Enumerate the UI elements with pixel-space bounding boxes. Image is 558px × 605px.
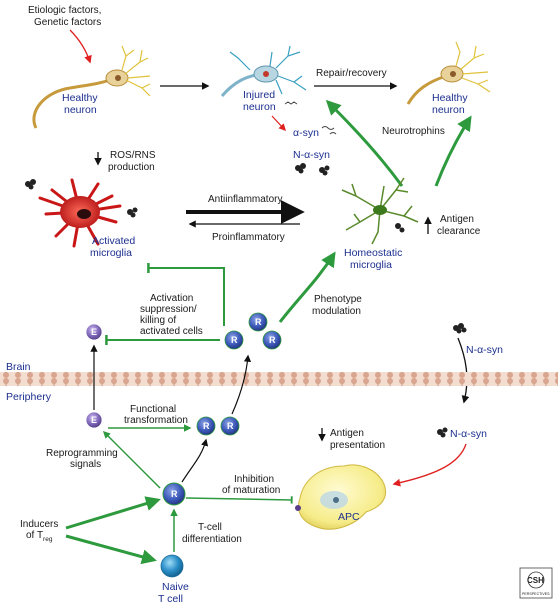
central-treg-cell (162, 482, 186, 506)
activated-microglia-label-line2: microglia (90, 247, 132, 259)
etiologic-label-line1: Etiologic factors, (28, 5, 101, 16)
antigen-clearance-label-line2: clearance (437, 226, 481, 237)
reprogramming-signals-arrow (102, 430, 161, 489)
n-alpha-syn-aggregate-glyph (295, 163, 330, 176)
naive-t-cell (160, 554, 184, 578)
apc-label: APC (338, 511, 360, 523)
aggregates-near-activated-microglia (25, 179, 138, 218)
alpha-syn-release-arrow (271, 115, 286, 132)
n-alpha-syn-to-apc-arrow (392, 443, 467, 487)
inducers-to-treg-arrow (65, 496, 161, 530)
brain-effector-cell (85, 323, 103, 341)
reprogramming-label-line1: Reprogramming (46, 448, 118, 459)
treg-expansion-arrow (181, 438, 209, 483)
functional-label-line2: transformation (124, 415, 188, 426)
inducers-label-line1: Inducers (20, 519, 58, 530)
healthy-neuron-left-label-line1: Healthy (62, 92, 98, 104)
periphery-compartment-label: Periphery (6, 391, 52, 403)
injured-neuron-label-line1: Injured (243, 89, 275, 101)
periphery-treg-cell-1-label: R (203, 421, 210, 431)
healthy-neuron-right-illustration (406, 41, 491, 105)
activated-microglia-illustration (38, 178, 122, 248)
inducers-to-naive-arrow (65, 534, 157, 565)
brain-treg-cell-2 (224, 330, 244, 350)
treg-migration-arrow (231, 354, 252, 415)
brain-compartment-label: Brain (6, 361, 31, 373)
brain-treg-cell-1-label: R (255, 317, 262, 327)
etiologic-arrow (69, 29, 92, 64)
periphery-effector-cell (85, 411, 103, 429)
inhibition-label-line2: of maturation (222, 485, 280, 496)
alpha-syn-label: α-syn (293, 127, 319, 139)
ros-rns-label-line2: production (108, 162, 155, 173)
neurotrophins-label: Neurotrophins (382, 126, 445, 137)
brain-effector-cell-label: E (91, 327, 97, 337)
inducers-label-line2-text: of T (26, 530, 43, 541)
tcell-diff-label-line2: differentiation (182, 534, 242, 545)
injured-neuron-illustration (220, 45, 307, 105)
inducers-label-subscript: reg (43, 536, 53, 543)
n-alpha-syn-lower-aggregate (437, 427, 448, 438)
blood-brain-barrier (0, 372, 558, 386)
central-treg-cell-label: R (171, 489, 178, 499)
inhibition-of-maturation-line (185, 496, 293, 504)
brain-treg-cell-3-label: R (269, 335, 276, 345)
antigen-presentation-label-line2: presentation (330, 440, 385, 451)
healthy-neuron-right-label-line1: Healthy (432, 92, 468, 104)
logo-text-perspectives: PERSPECTIVES (522, 592, 550, 596)
naive-label-line1: Naive (162, 581, 189, 593)
n-alpha-syn-transport-arrow (457, 337, 470, 404)
activated-microglia-label-line1: Activated (92, 235, 135, 247)
logo-text-csh: CSH (527, 576, 544, 585)
periphery-treg-cell-1 (196, 416, 216, 436)
homeostatic-microglia-label-line1: Homeostatic (344, 247, 402, 259)
phenotype-label-line1: Phenotype (314, 294, 362, 305)
periphery-treg-cell-2 (220, 416, 240, 436)
naive-label-line2: T cell (158, 593, 183, 605)
neurotrophins-arrow-to-injured (325, 99, 404, 187)
antigen-clearance-label-line1: Antigen (440, 214, 474, 225)
inhibition-label-line1: Inhibition (234, 474, 274, 485)
n-alpha-syn-lower-label: N-α-syn (450, 428, 487, 440)
antigen-presentation-label-line1: Antigen (330, 428, 364, 439)
proinflammatory-label: Proinflammatory (212, 232, 285, 243)
phenotype-modulation-arrow (278, 251, 336, 323)
tcell-diff-label-line1: T-cell (198, 522, 222, 533)
brain-treg-cell-2-label: R (231, 335, 238, 345)
suppression-inhibition-line-to-microglia (147, 263, 225, 326)
n-alpha-syn-right-label: N-α-syn (466, 344, 503, 356)
ros-rns-label-line1: ROS/RNS (110, 150, 156, 161)
activation-label-line4: activated cells (140, 326, 203, 337)
csh-perspectives-logo: CSH PERSPECTIVES (519, 567, 553, 599)
phenotype-label-line2: modulation (312, 306, 361, 317)
periphery-treg-cell-2-label: R (227, 421, 234, 431)
n-alpha-syn-top-label: N-α-syn (293, 149, 330, 161)
healthy-neuron-right-label-line2: neuron (432, 104, 465, 116)
functional-label-line1: Functional (130, 404, 176, 415)
homeostatic-microglia-illustration (341, 177, 419, 245)
activation-label-line1: Activation (150, 293, 193, 304)
neurotrophins-arrow-to-healthy (434, 115, 472, 187)
periphery-effector-cell-label: E (91, 415, 97, 425)
antiinflammatory-label: Antiinflammatory (208, 194, 282, 205)
inducers-label-line2: of Treg (26, 530, 53, 543)
homeostatic-microglia-label-line2: microglia (350, 259, 392, 271)
injured-neuron-label-line2: neuron (243, 101, 276, 113)
brain-treg-cell-3 (262, 330, 282, 350)
healthy-neuron-left-illustration (32, 45, 151, 129)
healthy-neuron-left-label-line2: neuron (64, 104, 97, 116)
activation-label-line2: suppression/ (140, 304, 197, 315)
etiologic-label-line2: Genetic factors (34, 17, 101, 28)
n-alpha-syn-right-aggregate (453, 323, 467, 334)
activation-label-line3: killing of (140, 315, 176, 326)
apc-illustration (295, 464, 386, 530)
brain-treg-cell-1 (248, 312, 268, 332)
alpha-syn-protein-glyph (321, 126, 337, 135)
reprogramming-label-line2: signals (70, 459, 101, 470)
brain-treg-cell-group: R R R (224, 312, 282, 350)
repair-recovery-label: Repair/recovery (316, 68, 387, 79)
